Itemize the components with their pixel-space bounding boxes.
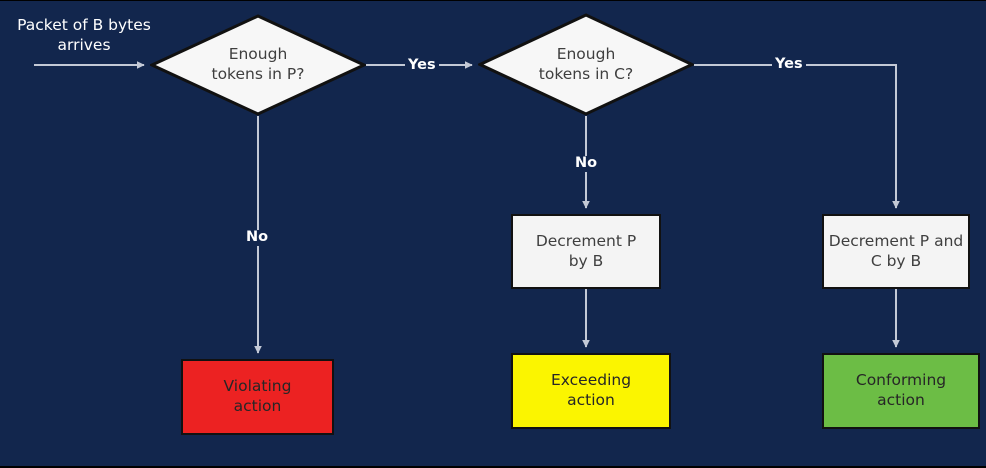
decision-enough-tokens-in-p[interactable]: Enough tokens in P? [150, 14, 366, 116]
diamond-shape [478, 13, 694, 116]
decision-c-label: Enough tokens in C? [538, 44, 634, 83]
entry-annotation: Packet of B bytes arrives [17, 16, 151, 55]
process-decrement-p-label: Decrement P by B [535, 231, 637, 270]
process-decrement-p-and-c-by-b[interactable]: Decrement P and C by B [822, 214, 970, 289]
edge-label-c-yes: Yes [772, 56, 806, 73]
action-exceeding[interactable]: Exceeding action [511, 353, 671, 429]
action-exceeding-label: Exceeding action [550, 371, 632, 409]
process-decrement-p-and-c-label: Decrement P and C by B [828, 231, 964, 270]
action-conforming[interactable]: Conforming action [822, 353, 980, 429]
edge-label-p-yes: Yes [405, 57, 439, 74]
decision-enough-tokens-in-c[interactable]: Enough tokens in C? [478, 13, 694, 116]
diamond-shape [150, 14, 366, 116]
edge-label-p-no: No [243, 229, 272, 246]
decision-p-label: Enough tokens in P? [211, 45, 305, 83]
action-conforming-label: Conforming action [855, 371, 947, 409]
action-violating[interactable]: Violating action [181, 359, 334, 435]
action-violating-label: Violating action [223, 377, 292, 415]
wire-decision-c-yes [694, 64, 900, 209]
process-decrement-p-by-b[interactable]: Decrement P by B [511, 214, 661, 289]
edge-label-c-no: No [572, 155, 601, 172]
